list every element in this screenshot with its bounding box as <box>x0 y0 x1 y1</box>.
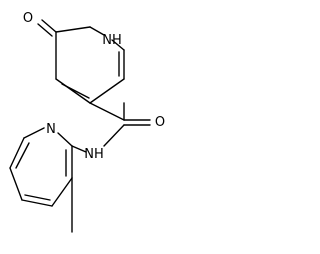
bond-c3-c2 <box>51 177 73 207</box>
pyridinone-ring <box>37 19 125 104</box>
bond-c-oxo-1 <box>41 19 57 33</box>
bond-carbonyl-n <box>103 124 125 147</box>
bond-c6-c5 <box>9 137 25 169</box>
bond-c6-c5-inner <box>15 142 30 169</box>
atom-label-pyridine-n: N <box>46 122 56 137</box>
pyridine-ring <box>9 127 73 233</box>
bond-c2-n <box>57 132 73 147</box>
atom-label-ring-nh: NH <box>102 33 122 48</box>
structure-diagram: O NH O NH N <box>9 11 165 233</box>
bond-c4-c3 <box>21 199 53 207</box>
bond-n1-c6 <box>89 26 105 36</box>
bond-c5-c4-inner <box>61 83 90 99</box>
amide-group <box>71 102 151 153</box>
atom-label-amide-oxygen: O <box>155 115 165 130</box>
bond-c5-c4 <box>9 167 23 201</box>
bond-c4-c3-lower <box>89 102 125 121</box>
bond-c4-c3 <box>89 78 125 104</box>
bond-n-pyridine <box>71 145 87 153</box>
bond-c5-c4 <box>55 78 91 104</box>
atom-label-oxo-oxygen: O <box>23 11 33 26</box>
atom-labels: O NH O NH N <box>23 11 165 162</box>
bond-c4-c3-inner <box>24 194 51 201</box>
bond-c-oxo-2 <box>37 23 53 37</box>
bond-c2-n1 <box>111 39 125 51</box>
bond-n-c6 <box>23 127 45 139</box>
bond-c6-c1 <box>55 26 91 33</box>
atom-label-amide-nh: NH <box>84 147 104 162</box>
